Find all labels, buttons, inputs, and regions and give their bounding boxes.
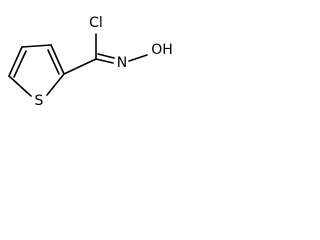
bond-c2-c-imidoyl: [63, 58, 97, 75]
sulfur-atom-label: S: [35, 93, 44, 109]
chemical-structure: Cl S N OH: [8, 15, 173, 109]
thiophene-ring: [8, 44, 65, 97]
bond-c5-s: [8, 75, 32, 97]
bond-c4-c5: [8, 46, 23, 77]
bond-c-n-double-b: [97, 53, 115, 59]
bond-c4-c5-inner: [13, 50, 27, 78]
side-chain: [63, 33, 148, 75]
bond-s-c2: [46, 73, 65, 96]
nitrogen-atom-label: N: [117, 55, 127, 71]
chlorine-atom-label: Cl: [89, 15, 103, 31]
bond-c-n-double-a: [95, 58, 114, 64]
hydroxyl-atom-label: OH: [151, 42, 173, 58]
bond-c2-c3: [50, 44, 65, 75]
bond-c2-c3-inner: [47, 49, 60, 75]
bond-c3-c4: [21, 44, 52, 48]
bond-n-o: [128, 54, 148, 62]
